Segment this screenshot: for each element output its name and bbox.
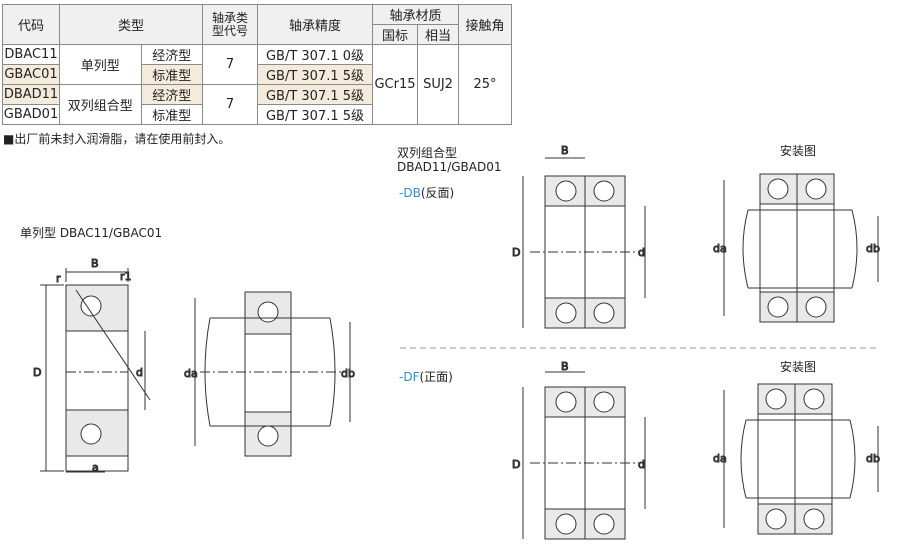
contact-angle-cell: 25° [458, 44, 512, 125]
precision-cell: GB/T 307.1 5级 [257, 104, 373, 125]
dim-D: D [512, 246, 520, 259]
single-bearing-drawing [40, 268, 151, 473]
material-equiv-cell: SUJ2 [417, 44, 459, 125]
dim-db: db [341, 367, 355, 380]
spec-table: 代码 类型 轴承类 型代号 轴承精度 轴承材质 接触角 国标 相当 DBAC11… [2, 4, 512, 125]
dim-B: B [91, 257, 99, 270]
type-code-cell: 7 [202, 84, 258, 125]
header-contact-angle: 接触角 [458, 4, 512, 45]
dim-db: db [866, 452, 880, 465]
db-bearing-drawing [522, 157, 646, 329]
row-code: DBAC11 [2, 44, 60, 65]
header-material: 轴承材质 [372, 4, 459, 25]
row-code: GBAC01 [2, 64, 60, 85]
dim-r1: r1 [120, 270, 132, 283]
row-code: DBAD11 [2, 84, 60, 105]
grade-cell: 标准型 [140, 64, 204, 85]
header-precision: 轴承精度 [257, 4, 373, 45]
dim-D: D [33, 366, 41, 379]
grade-cell: 标准型 [140, 104, 204, 125]
df-desc: (正面) [419, 370, 453, 384]
db-install-drawing [723, 173, 879, 323]
dim-r: r [56, 272, 61, 285]
single-row-title: 单列型 DBAC11/GBAC01 [20, 226, 163, 240]
df-label: -DF(正面) [399, 368, 453, 385]
db-code: -DB [399, 186, 421, 200]
dimension-labels: B r1 r D d a da db B D d da db B D d da … [33, 144, 881, 475]
db-label: -DB(反面) [399, 184, 454, 201]
dim-da: da [713, 452, 727, 465]
dim-D: D [512, 458, 520, 471]
double-row-codes: DBAD11/GBAD01 [397, 160, 502, 174]
dim-B: B [561, 360, 569, 373]
df-code: -DF [399, 370, 420, 384]
material-national-cell: GCr15 [372, 44, 418, 125]
dim-da: da [713, 242, 727, 255]
dim-d: d [136, 366, 143, 379]
df-bearing-drawing [522, 371, 646, 540]
install-label-db: 安装图 [780, 144, 817, 158]
series-cell: 双列组合型 [59, 84, 142, 125]
dim-d: d [638, 458, 645, 471]
header-code: 代码 [2, 4, 60, 45]
install-label-df: 安装图 [780, 360, 817, 374]
dim-B: B [561, 144, 569, 157]
db-desc: (反面) [420, 186, 455, 200]
dim-db: db [866, 242, 880, 255]
header-material-equiv: 相当 [417, 24, 459, 45]
double-row-title: 双列组合型 [397, 146, 458, 160]
lubrication-note: ■出厂前未封入润滑脂，请在使用前封入。 [3, 132, 231, 146]
type-code-cell: 7 [202, 44, 258, 85]
dim-d: d [638, 246, 645, 259]
dim-da: da [184, 367, 198, 380]
single-install-drawing [194, 291, 351, 457]
df-install-drawing [723, 383, 879, 535]
header-material-national: 国标 [372, 24, 418, 45]
dim-a: a [92, 461, 99, 474]
row-code: GBAD01 [2, 104, 60, 125]
